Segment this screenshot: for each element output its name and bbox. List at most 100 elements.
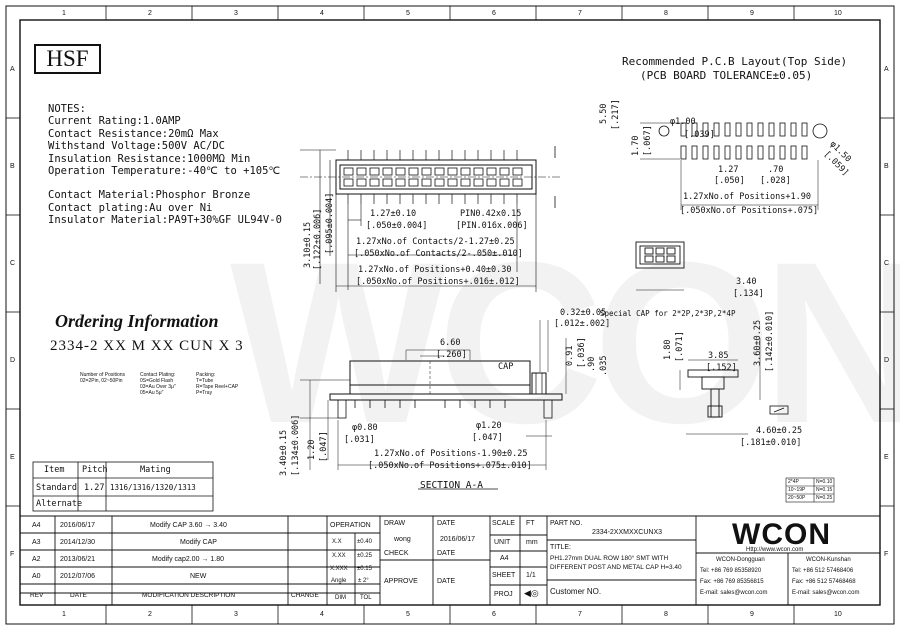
cap-table-cell: N=0.10	[816, 479, 833, 485]
note-line: Withstand Voltage:500V AC/DC	[48, 140, 226, 153]
company-dg-tel: Tel: +86 769 85358920	[700, 568, 762, 574]
dim-032: 0.32±0.05	[560, 308, 607, 318]
ordering-legend-plating: Contact Plating: 0S=Gold Flash 03=Au Ove…	[140, 372, 176, 396]
rev-date: 2014/12/30	[60, 539, 96, 546]
dim-047-section: [.047]	[319, 431, 329, 462]
row-letter-d: D	[10, 357, 16, 364]
dim-122: [.122±0.006]	[313, 208, 323, 270]
rev-date: 2012/07/06	[60, 573, 96, 580]
company-dongguan: WCON-Dongguan	[716, 557, 765, 563]
rev-desc: Modify CAP	[180, 539, 217, 546]
cap-label: CAP	[498, 362, 514, 372]
rev-footer-date: DATE	[70, 592, 87, 599]
company-ks-tel: Tel: +86 512 57468406	[792, 568, 854, 574]
part-title: PH1.27mm DUAL ROW 180° SMT WITH DIFFEREN…	[550, 555, 682, 571]
dim-071: [.071]	[675, 331, 685, 362]
proj-label: PROJ	[494, 591, 513, 598]
dim-080: φ0.80	[352, 423, 378, 433]
dim-012: [.012±.002]	[554, 319, 611, 329]
col-number-6: 6	[492, 10, 496, 17]
mating-row-alternate: Alternate	[36, 499, 83, 509]
notes-block: NOTES: Current Rating:1.0AMP Contact Res…	[48, 103, 282, 227]
cap-table-cell: 2*4P	[788, 479, 799, 485]
watermark: WCON	[230, 214, 900, 471]
mating-header-item: Item	[44, 465, 65, 475]
rev-footer-rev: REV	[30, 592, 44, 599]
rev-id: A3	[32, 539, 41, 546]
pcb-title: Recommended P.C.B Layout(Top Side)	[622, 55, 848, 68]
note-line: Insulator Material:PA9T+30%GF UL94V-0	[48, 214, 282, 227]
row-letter-e-r: E	[884, 454, 889, 461]
cap-table-cell: N=0.15	[816, 487, 833, 493]
rev-id: A4	[32, 522, 41, 529]
mating-row-value: 1316/1316/1320/1313	[110, 483, 196, 492]
check-date-label: DATE	[437, 550, 456, 557]
dim-660: 6.60	[440, 338, 461, 348]
dim-310: 3.10±0.15	[303, 221, 313, 268]
rev-desc: Modify cap2.00 → 1.80	[152, 556, 224, 563]
dim-170: 1.70	[631, 135, 641, 156]
dim-pin: PIN0.42x0.15	[460, 209, 522, 219]
dim-pin-inch: [PIN.016x.006]	[456, 221, 528, 231]
section-positions: 1.27xNo.of Positions-1.90±0.25	[374, 449, 528, 459]
dim-385: 3.85	[708, 351, 729, 361]
dim-134-section: [.134±0.006]	[291, 414, 301, 476]
col-number-5: 5	[406, 10, 410, 17]
note-line: Current Rating:1.0AMP	[48, 115, 181, 128]
dim-134-right: [.134]	[733, 289, 764, 299]
row-letter-d-r: D	[884, 357, 890, 364]
drawer-name: wong	[394, 536, 411, 543]
date-label: DATE	[437, 520, 456, 527]
note-line: Insulation Resistance:1000MΩ Min	[48, 152, 251, 165]
company-ks-fax: Fax: +86 512 57468468	[792, 579, 856, 585]
rev-footer-desc: MODIFICATION DESCRIPTION	[142, 592, 236, 599]
dim-070: .70	[768, 165, 784, 175]
dim-120: φ1.20	[476, 421, 502, 431]
row-letter-b: B	[10, 163, 15, 170]
dim-031: [.031]	[344, 435, 375, 445]
dim-036: [.036]	[577, 337, 587, 368]
notes-title: NOTES:	[48, 103, 86, 115]
tol-val: ± 2°	[358, 578, 369, 584]
tol-val: ±0.40	[357, 539, 372, 545]
col-number-4: 4	[320, 10, 324, 17]
col-number-2b: 2	[148, 611, 152, 618]
dim-550: 5.50	[599, 103, 609, 124]
tol-dim: X.XX	[332, 553, 346, 559]
company-url: Http://www.wcon.com	[746, 547, 804, 553]
col-number-6b: 6	[492, 611, 496, 618]
ordering-part-number: 2334-2 XX M XX CUN X 3	[50, 338, 244, 354]
col-number-7: 7	[578, 10, 582, 17]
tol-dim: X.X	[332, 539, 342, 545]
col-number-9: 9	[750, 10, 754, 17]
dim-180: 1.80	[663, 339, 673, 360]
rev-footer-change: CHANGE	[291, 592, 319, 599]
col-number-10: 10	[834, 10, 842, 17]
dim-067: [.067]	[643, 125, 653, 156]
note-line: Contact Material:Phosphor Bronze	[48, 189, 251, 202]
rev-desc: NEW	[190, 573, 207, 580]
col-number-10b: 10	[834, 611, 842, 618]
dim-095: [.095±0.004]	[325, 192, 335, 254]
check-label: CHECK	[384, 550, 409, 557]
cap-table-cell: N=0.25	[816, 495, 833, 501]
title-label: TITLE:	[550, 544, 572, 551]
dim-028: [.028]	[760, 176, 791, 186]
tol-footer-dim: DIM	[335, 595, 346, 601]
row-letter-f: F	[10, 551, 15, 558]
tol-dim: Angle	[331, 578, 347, 584]
company-dg-fax: Fax: +86 769 85356815	[700, 579, 764, 585]
customer-label: Customer NO.	[550, 587, 602, 596]
special-cap-note: Special CAP for 2*2P,2*3P,2*4P	[600, 309, 736, 318]
dim-091: 0.91	[565, 345, 575, 366]
approve-date-label: DATE	[437, 578, 456, 585]
dim-pitch: 1.27±0.10	[370, 209, 417, 219]
part-no: 2334-2XXMXXCUNX3	[592, 529, 663, 536]
dim-142: [.142±0.010]	[765, 310, 775, 372]
sheet-label: SHEET	[492, 572, 516, 579]
approve-label: APPROVE	[384, 578, 418, 585]
unit-label: UNIT	[494, 539, 511, 546]
col-number-1b: 1	[62, 611, 66, 618]
mating-row-pitch: 1.27	[84, 483, 105, 493]
ordering-legend-positions: Number of Positions 02=2Pin, 02~50Pin	[80, 372, 126, 384]
